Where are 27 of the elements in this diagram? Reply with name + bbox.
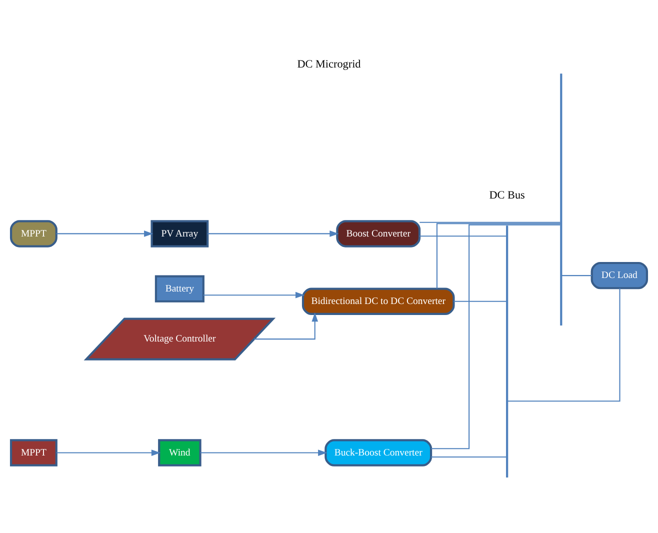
node-bar — [506, 226, 508, 478]
connector — [420, 236, 506, 237]
diagram-title: DC Microgrid — [297, 58, 361, 71]
arrow — [254, 312, 318, 340]
connector — [431, 456, 506, 458]
connector — [431, 224, 560, 450]
arrow — [56, 230, 154, 237]
node-box: Battery — [154, 275, 204, 302]
connector — [562, 275, 592, 276]
arrow — [203, 292, 305, 298]
node-box: Bidirectional DC to DC Converter — [302, 288, 455, 315]
connector — [420, 222, 560, 223]
node-bar — [560, 74, 562, 326]
connector — [454, 300, 506, 302]
arrow — [208, 230, 339, 237]
connector — [508, 288, 620, 402]
arrow — [200, 450, 328, 456]
arrow — [56, 450, 160, 456]
node-box: Wind — [158, 439, 202, 466]
node-box: Boost Converter — [336, 220, 421, 248]
node-box: PV Array — [150, 220, 209, 248]
node-box: DC Load — [590, 262, 648, 290]
connector — [436, 223, 560, 289]
label: DC Bus — [489, 190, 525, 202]
node-box: MPPT — [10, 439, 58, 466]
node-box: Buck-Boost Converter — [324, 439, 432, 466]
node-box: MPPT — [10, 220, 58, 248]
